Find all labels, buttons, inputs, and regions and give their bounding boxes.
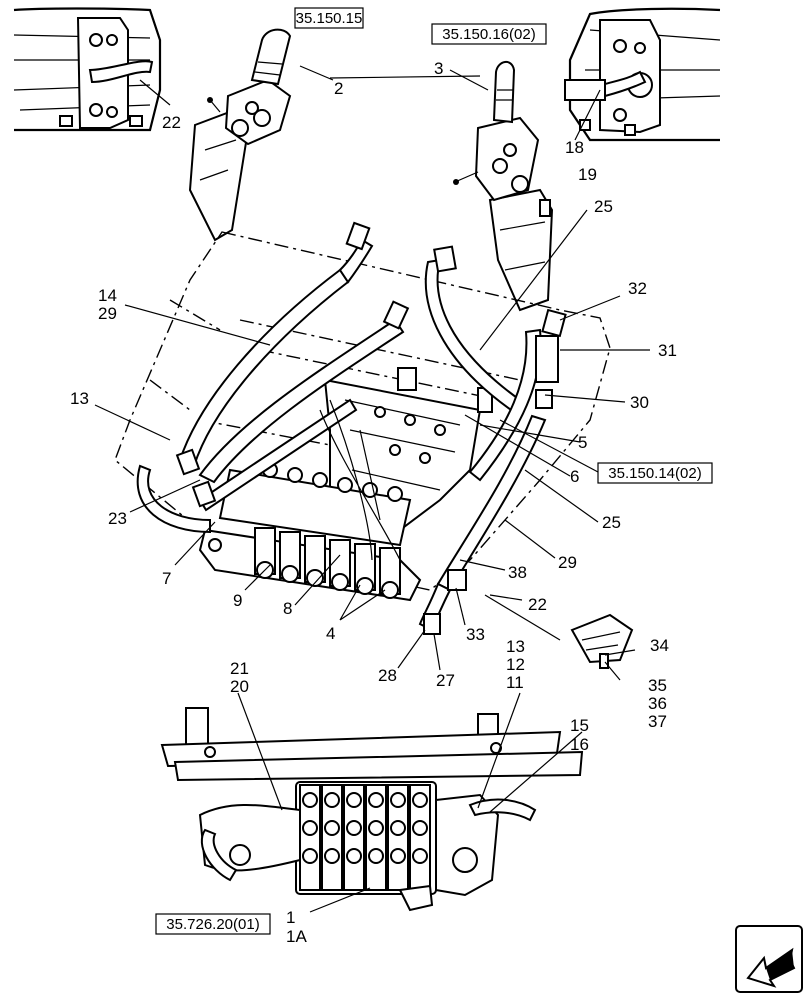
callout-20: 20 bbox=[230, 677, 249, 696]
bottom-valve-assembly bbox=[160, 707, 584, 912]
right-joystick-tower bbox=[453, 61, 554, 312]
callout-25: 25 bbox=[594, 197, 613, 216]
callout-8: 8 bbox=[283, 599, 292, 618]
small-detail-34 bbox=[484, 594, 634, 669]
reference-boxes: 35.150.15 35.150.16(02) 35.150.14(02) 35… bbox=[155, 7, 713, 935]
callout-22: 22 bbox=[162, 113, 181, 132]
callout-labels: 2 3 22 18 19 25 14 29 32 31 13 30 5 6 23… bbox=[70, 59, 677, 946]
callout-13: 13 bbox=[70, 389, 89, 408]
mid-valve-ports bbox=[218, 462, 412, 547]
callout-3: 3 bbox=[434, 59, 443, 78]
callout-29: 29 bbox=[98, 304, 117, 323]
callout-37: 37 bbox=[648, 712, 667, 731]
callout-12: 12 bbox=[506, 655, 525, 674]
callout-5: 5 bbox=[578, 433, 587, 452]
left-joystick-tower bbox=[188, 28, 292, 242]
callout-29b: 29 bbox=[558, 553, 577, 572]
valve-sections bbox=[299, 784, 431, 891]
leader-lines bbox=[94, 65, 650, 913]
callout-2: 2 bbox=[334, 79, 343, 98]
callout-32: 32 bbox=[628, 279, 647, 298]
callout-27: 27 bbox=[436, 671, 455, 690]
callout-25b: 25 bbox=[602, 513, 621, 532]
callout-35: 35 bbox=[648, 676, 667, 695]
callout-6: 6 bbox=[570, 467, 579, 486]
callout-28: 28 bbox=[378, 666, 397, 685]
callout-14: 14 bbox=[98, 286, 117, 305]
callout-13b: 13 bbox=[506, 637, 525, 656]
hoses bbox=[136, 221, 567, 635]
callout-4: 4 bbox=[326, 624, 335, 643]
callout-34: 34 bbox=[650, 636, 669, 655]
detail-inset-left bbox=[13, 7, 162, 132]
detail-inset-right bbox=[564, 7, 721, 142]
callout-23: 23 bbox=[108, 509, 127, 528]
ref-35-726-20-01: 35.726.20(01) bbox=[166, 916, 259, 933]
direction-arrow-icon bbox=[735, 925, 803, 993]
callout-36: 36 bbox=[648, 694, 667, 713]
ref-35-150-15: 35.150.15 bbox=[296, 10, 363, 27]
callout-19: 19 bbox=[578, 165, 597, 184]
callout-33: 33 bbox=[466, 625, 485, 644]
callout-7: 7 bbox=[162, 569, 171, 588]
callout-15: 15 bbox=[570, 716, 589, 735]
callout-30: 30 bbox=[630, 393, 649, 412]
callout-9: 9 bbox=[233, 591, 242, 610]
callout-38: 38 bbox=[508, 563, 527, 582]
ref-35-150-16-02: 35.150.16(02) bbox=[442, 26, 535, 43]
callout-16: 16 bbox=[570, 735, 589, 754]
callout-22b: 22 bbox=[528, 595, 547, 614]
callout-21: 21 bbox=[230, 659, 249, 678]
callout-31: 31 bbox=[658, 341, 677, 360]
lower-valve-block bbox=[198, 527, 422, 602]
ref-35-150-14-02: 35.150.14(02) bbox=[608, 465, 701, 482]
callout-11: 11 bbox=[506, 673, 524, 692]
callout-1: 1 bbox=[286, 908, 295, 927]
callout-18: 18 bbox=[565, 138, 584, 157]
callout-1a: 1A bbox=[286, 927, 307, 946]
